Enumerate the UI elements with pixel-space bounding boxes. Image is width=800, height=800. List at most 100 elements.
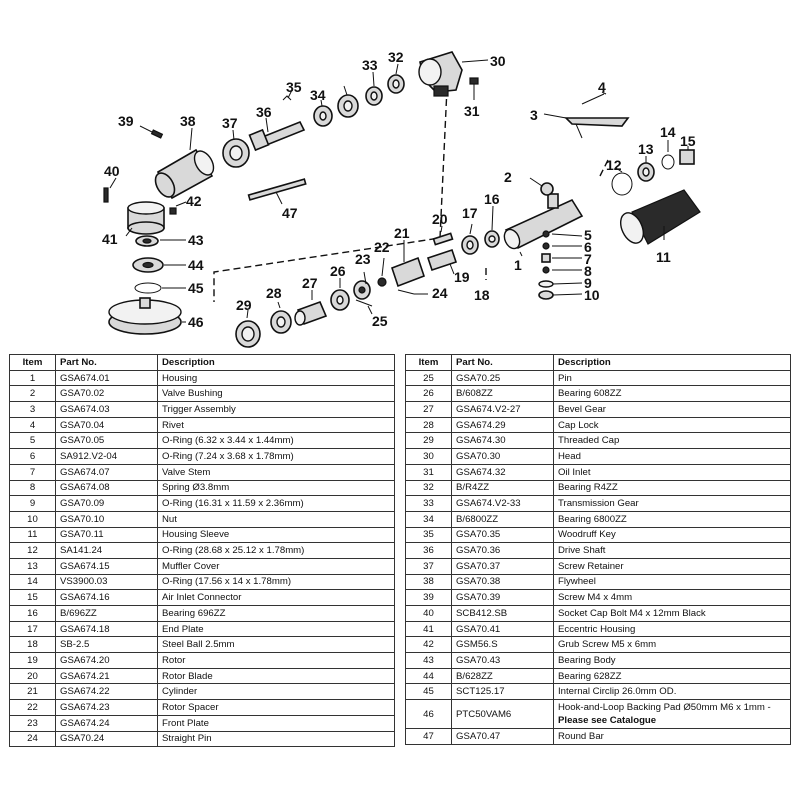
cell-item: 37 (405, 557, 452, 575)
cell-description: O-Ring (7.24 x 3.68 x 1.78mm) (157, 448, 395, 465)
cell-description: Grub Screw M5 x 6mm (553, 636, 791, 654)
cell-item-text: 8 (29, 482, 36, 494)
gear-33-part (365, 86, 383, 106)
cell-description: Round Bar (553, 728, 791, 745)
cell-part-no: B/R4ZZ (451, 479, 554, 497)
callout-label: 36 (256, 104, 272, 120)
cell-description-text: Flywheel (558, 576, 596, 588)
cell-description-text: Cylinder (162, 686, 198, 698)
bearing-26-lower-part (330, 289, 350, 311)
cell-description: Eccentric Housing (553, 620, 791, 638)
cell-item: 21 (9, 683, 56, 701)
cell-item-text: 35 (423, 529, 434, 541)
cell-description-text: Valve Stem (162, 466, 211, 478)
cell-item-text: 40 (423, 607, 434, 619)
callout-label: 22 (374, 239, 390, 255)
cell-description-text: O-Ring (17.56 x 14 x 1.78mm) (162, 576, 292, 588)
cell-item-text: 10 (27, 513, 38, 525)
cell-part-no: GSA674.20 (55, 652, 158, 669)
cell-item-text: 19 (27, 654, 38, 666)
cell-item: 41 (405, 620, 452, 638)
cell-description: Steel Ball 2.5mm (157, 636, 395, 654)
cell-part-no-text: GSA674.08 (60, 482, 110, 494)
column-header-part-no: Part No. (451, 354, 554, 371)
cell-part-no-text: SCB412.SB (456, 607, 508, 619)
cell-description: Bearing R4ZZ (553, 479, 791, 497)
callout-label: 35 (286, 79, 302, 95)
cell-item-text: 12 (27, 545, 38, 557)
cell-description-text: Bearing 628ZZ (558, 670, 622, 682)
cell-part-no: GSA674.21 (55, 667, 158, 685)
cell-description: Air Inlet Connector (157, 589, 395, 606)
valve-bushing-part (540, 182, 554, 196)
cap-lock-part (270, 310, 292, 334)
table-row: 19 GSA674.20 Rotor (9, 652, 395, 669)
cell-item: 8 (9, 479, 56, 497)
cell-item-text: 24 (27, 733, 38, 745)
cell-item: 32 (405, 479, 452, 497)
cell-description: Screw M4 x 4mm (553, 589, 791, 606)
cell-item-text: 9 (29, 498, 36, 510)
cell-item: 30 (405, 448, 452, 465)
cell-part-no: GSA674.22 (55, 683, 158, 701)
cell-description-text: Grub Screw M5 x 6mm (558, 639, 657, 651)
assembly-line-rear (599, 159, 609, 177)
cell-item-text: 20 (27, 670, 38, 682)
table-header-row: Item Part No. Description (405, 354, 791, 371)
end-plate-part (461, 235, 479, 255)
callout-label: 32 (388, 49, 404, 65)
cell-description-text: Screw M4 x 4mm (558, 592, 633, 604)
cell-part-no-text: B/608ZZ (456, 388, 493, 400)
cell-part-no: GSA674.24 (55, 714, 158, 732)
trigger-part (564, 117, 630, 139)
cell-description-text: Bearing 608ZZ (558, 388, 622, 400)
column-header-item: Item (9, 354, 56, 371)
cell-description-text: End Plate (162, 623, 204, 635)
cell-description-text: Woodruff Key (558, 529, 616, 541)
callout-label: 16 (484, 191, 500, 207)
cell-description: Flywheel (553, 573, 791, 591)
cell-part-no-text: GSA674.16 (60, 592, 110, 604)
cell-part-no: GSA674.01 (55, 369, 158, 387)
cell-item: 29 (405, 432, 452, 450)
callout-label: 40 (104, 163, 120, 179)
callout-label: 3 (530, 107, 538, 123)
cell-item-text: 17 (27, 623, 38, 635)
cell-item: 42 (405, 636, 452, 654)
cell-description: O-Ring (6.32 x 3.44 x 1.44mm) (157, 432, 395, 450)
cell-description: O-Ring (17.56 x 14 x 1.78mm) (157, 573, 395, 591)
cell-description-text: Rotor (162, 654, 186, 666)
cell-description: Housing Sleeve (157, 526, 395, 544)
column-header-part-no: Part No. (55, 354, 158, 371)
cell-item: 20 (9, 667, 56, 685)
callout-label: 6 (584, 239, 592, 255)
cell-part-no: GSA70.09 (55, 495, 158, 512)
cell-description-text: Rivet (162, 419, 184, 431)
cell-description-text: Eccentric Housing (558, 623, 636, 635)
muffler-cover-part (637, 162, 655, 182)
callout-label: 11 (656, 249, 671, 265)
callout-label: 33 (362, 57, 378, 73)
cell-description: Bevel Gear (553, 401, 791, 418)
cell-part-no-text: GSA674.22 (60, 686, 110, 698)
cell-description: Oil Inlet (553, 463, 791, 481)
cell-description: O-Ring (16.31 x 11.59 x 2.36mm) (157, 495, 395, 512)
cell-part-no: GSA70.25 (451, 369, 554, 387)
cell-part-no-text: GSA70.43 (456, 654, 501, 666)
cell-part-no: SCB412.SB (451, 605, 554, 622)
cell-part-no-text: B/R4ZZ (456, 482, 490, 494)
callout-label: 15 (680, 133, 696, 149)
cell-part-no: GSA674.23 (55, 699, 158, 716)
callout-label: 42 (186, 193, 202, 209)
cell-description: Front Plate (157, 714, 395, 732)
cell-description: Woodruff Key (553, 526, 791, 544)
cell-item-text: 37 (423, 560, 434, 572)
cell-part-no-text: GSA70.47 (456, 730, 501, 742)
valve-stack (538, 230, 554, 300)
